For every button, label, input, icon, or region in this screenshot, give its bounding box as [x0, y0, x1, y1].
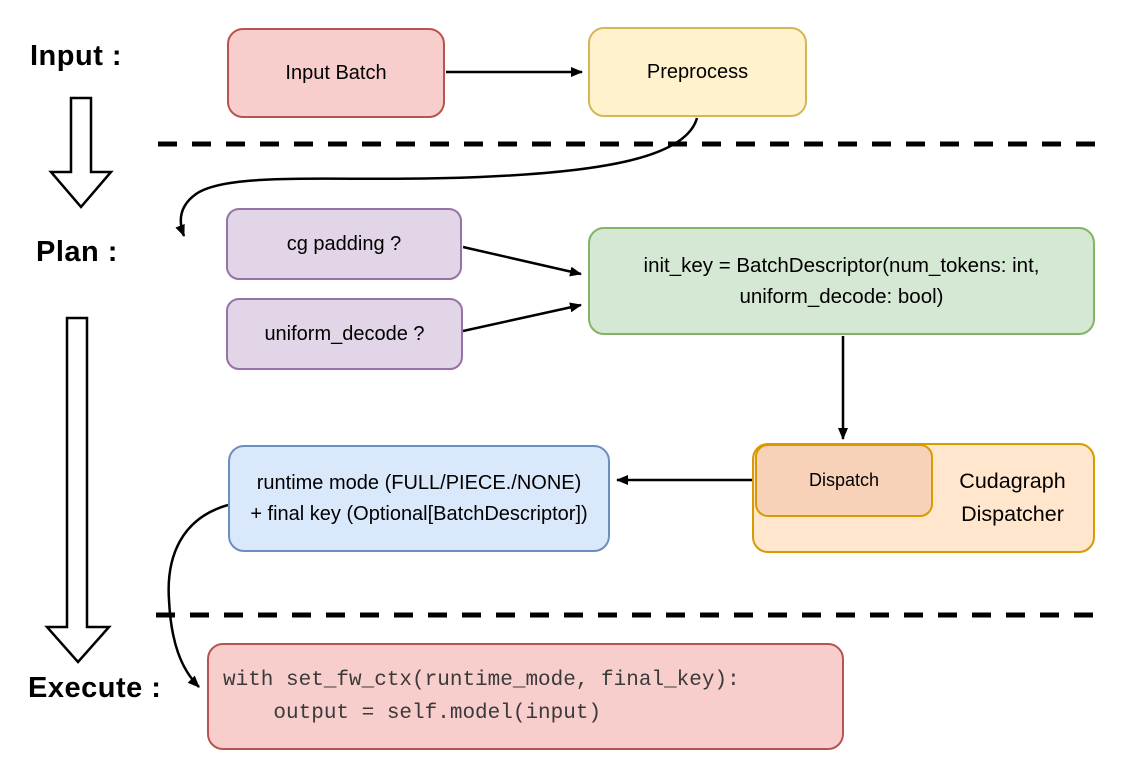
uniform-decode-node: uniform_decode ?	[226, 298, 463, 370]
dispatch-label: Dispatch	[808, 470, 880, 490]
execute-code-line1: with set_fw_ctx(runtime_mode, final_key)…	[223, 668, 740, 692]
arrow-runtime-mode-to-execute-code	[167, 503, 229, 688]
stage-arrow-plan-to-execute	[44, 316, 112, 664]
cg-padding-node: cg padding ?	[226, 208, 462, 280]
plan-stage-label: Plan :	[36, 236, 118, 268]
arrow-preprocess-to-plan	[175, 117, 699, 237]
input-batch-node: Input Batch	[227, 28, 445, 118]
execute-code-node: with set_fw_ctx(runtime_mode, final_key)…	[207, 643, 844, 750]
init-key-line2: uniform_decode: bool)	[739, 285, 944, 308]
runtime-mode-line1: runtime mode (FULL/PIECE./NONE)	[256, 471, 582, 494]
arrow-cg-padding-to-init-key	[462, 245, 582, 277]
cudagraph-dispatcher-line1: Cudagraph	[959, 469, 1066, 493]
dispatch-node: Dispatch	[755, 444, 933, 517]
stage-arrow-input-to-plan	[48, 96, 114, 209]
input-batch-label: Input Batch	[285, 61, 387, 84]
arrow-uniform-decode-to-init-key	[462, 302, 582, 333]
execute-code-line2: output = self.model(input)	[223, 701, 602, 725]
runtime-mode-node: runtime mode (FULL/PIECE./NONE) + final …	[228, 445, 610, 552]
input-stage-label: Input :	[30, 40, 123, 72]
cudagraph-dispatcher-line2: Dispatcher	[961, 502, 1064, 526]
init-key-node: init_key = BatchDescriptor(num_tokens: i…	[588, 227, 1095, 335]
uniform-decode-label: uniform_decode ?	[264, 322, 425, 345]
runtime-mode-line2: + final key (Optional[BatchDescriptor])	[250, 502, 588, 525]
cg-padding-label: cg padding ?	[286, 232, 402, 255]
execute-stage-label: Execute :	[28, 672, 162, 704]
init-key-line1: init_key = BatchDescriptor(num_tokens: i…	[643, 254, 1040, 277]
preprocess-label: Preprocess	[646, 60, 749, 83]
preprocess-node: Preprocess	[588, 27, 807, 117]
